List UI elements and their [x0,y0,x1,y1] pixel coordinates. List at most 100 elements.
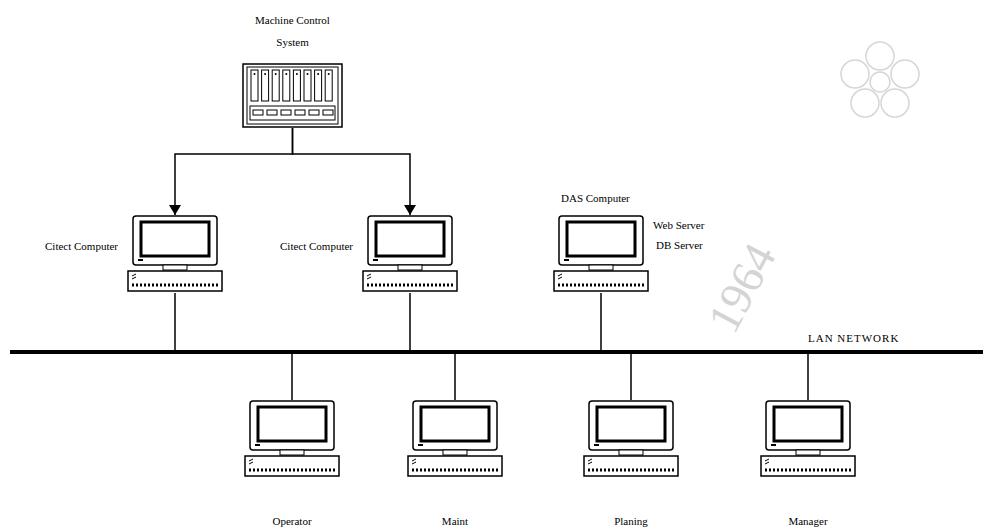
rack-card [262,70,269,101]
signal-arrow [293,128,411,215]
network-link [174,293,176,350]
system-unit [761,456,855,476]
unit-logo [367,274,371,279]
drive-slots [588,469,674,472]
io-panel [250,106,335,120]
system-unit [554,271,648,291]
text: DAS Computer [561,192,630,204]
system-unit [245,456,339,476]
network-link [630,354,632,400]
drive-slots [765,469,851,472]
computer-node: Operator [244,400,340,478]
flower-petal [841,60,869,88]
text: Operator [272,515,311,527]
computer-icon [553,215,649,293]
computer-node: Citect Computer [362,215,458,293]
rack-card [293,70,300,101]
card-led [254,73,256,75]
monitor-case [766,401,850,450]
computer-label: DAS Computer [561,191,630,205]
monitor-screen [258,407,326,441]
drive-slots [412,469,498,472]
rack-card [272,70,279,101]
computer-icon [760,400,856,478]
power-button [373,259,378,261]
drive-slots [367,284,453,287]
server-role: DB Server [656,238,703,252]
computer-icon [583,400,679,478]
server-role: Web Server [653,218,704,232]
monitor-neck [796,450,820,455]
rack-heading: Machine Control System [254,9,331,53]
monitor-case [589,401,673,450]
system-unit [363,271,457,291]
computer-icon [407,400,503,478]
card-led [296,73,298,75]
network-link [291,354,293,400]
flower-petal [866,42,894,70]
card-led [328,73,330,75]
watermark-text: 1964 [700,237,784,340]
monitor-screen [597,407,665,441]
system-unit [584,456,678,476]
text: Web Server [653,219,704,231]
card-led [307,73,309,75]
io-port [323,110,333,115]
computer-label: Maint [387,514,523,528]
card-led [275,73,277,75]
rack-icon [242,63,343,128]
rack-card [315,70,322,101]
power-button [138,259,143,261]
computer-node: Planing [583,400,679,478]
monitor-neck [589,265,613,270]
io-port [281,110,291,115]
text: Machine Control System [255,14,330,48]
network-link [409,293,411,350]
monitor-screen [567,222,635,256]
monitor-neck [443,450,467,455]
unit-logo [132,274,136,279]
power-button [418,444,423,446]
flower-petal [881,89,909,117]
monitor-screen [774,407,842,441]
server-node: DAS ComputerWeb ServerDB Server [553,215,649,293]
bus-label: LAN NETWORK [808,331,899,345]
system-unit [128,271,222,291]
seal-flower [841,42,919,117]
text: LAN NETWORK [808,332,899,344]
rack-card [251,70,258,101]
text: Maint [442,515,468,527]
power-button [564,259,569,261]
computer-label: Citect Computer [280,239,353,253]
text: 1964 [697,235,785,340]
network-link [807,354,809,400]
card-led [285,73,287,75]
drive-slots [249,469,335,472]
computer-node: Citect Computer [127,215,223,293]
monitor-neck [398,265,422,270]
text: Planing [614,515,648,527]
flower-petal [891,60,919,88]
monitor-case [250,401,334,450]
unit-logo [588,459,592,464]
computer-label: Planing [563,514,699,528]
monitor-case [413,401,497,450]
drive-slots [558,284,644,287]
monitor-case [368,216,452,265]
computer-label: Citect Computer [45,239,118,253]
computer-icon [362,215,458,293]
unit-logo [412,459,416,464]
power-button [255,444,260,446]
rack-case [243,64,342,127]
computer-label: Manager [740,514,876,528]
monitor-neck [619,450,643,455]
network-link [454,354,456,400]
computer-node: Manager [760,400,856,478]
text: DB Server [656,239,703,251]
flower-center [870,72,890,92]
rack-card [325,70,332,101]
computer-node: Maint [407,400,503,478]
text: Citect Computer [280,240,353,252]
rack-card [304,70,311,101]
